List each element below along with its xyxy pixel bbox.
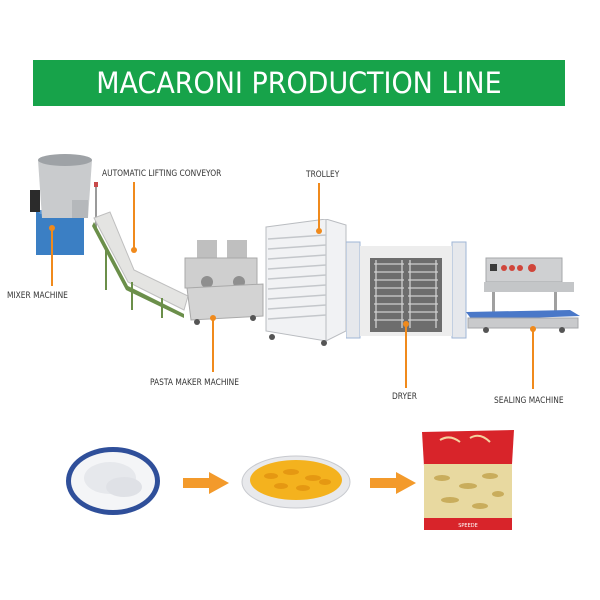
- mixer-label: MIXER MACHINE: [7, 291, 68, 301]
- mixer-callout-dot: [49, 225, 55, 231]
- dryer-label: DRYER: [392, 392, 417, 402]
- trolley-callout-dot: [316, 228, 322, 234]
- conveyor-image: [92, 211, 189, 318]
- pasta-maker-callout-line: [212, 318, 214, 372]
- macaroni-plate-image: [241, 455, 351, 509]
- arrow-right-icon: [183, 472, 229, 494]
- mixer-machine-image: [30, 154, 98, 255]
- sealer-label: SEALING MACHINE: [494, 396, 564, 406]
- dryer-callout-dot: [403, 321, 409, 327]
- pasta-maker-callout-dot: [210, 315, 216, 321]
- trolley-label: TROLLEY: [306, 170, 340, 180]
- macaroni-package-image: SPEEDE: [422, 430, 514, 530]
- flour-bowl-image: [66, 447, 160, 515]
- conveyor-callout-dot: [131, 247, 137, 253]
- pasta-maker-label: PASTA MAKER MACHINE: [150, 378, 239, 388]
- mixer-callout-line: [51, 228, 53, 286]
- sealer-callout-line: [532, 329, 534, 389]
- trolley-image: [265, 219, 347, 346]
- sealing-machine-image: [466, 257, 580, 333]
- pasta-maker-image: [184, 240, 264, 325]
- arrow-right-icon: [370, 472, 416, 494]
- dryer-callout-line: [405, 324, 407, 388]
- conveyor-label: AUTOMATIC LIFTING CONVEYOR: [102, 169, 222, 179]
- title-banner: MACARONI PRODUCTION LINE: [33, 60, 565, 106]
- sealer-callout-dot: [530, 326, 536, 332]
- page-title: MACARONI PRODUCTION LINE: [96, 66, 502, 100]
- trolley-callout-line: [318, 183, 320, 231]
- package-brand: SPEEDE: [458, 523, 478, 529]
- conveyor-callout-line: [133, 182, 135, 250]
